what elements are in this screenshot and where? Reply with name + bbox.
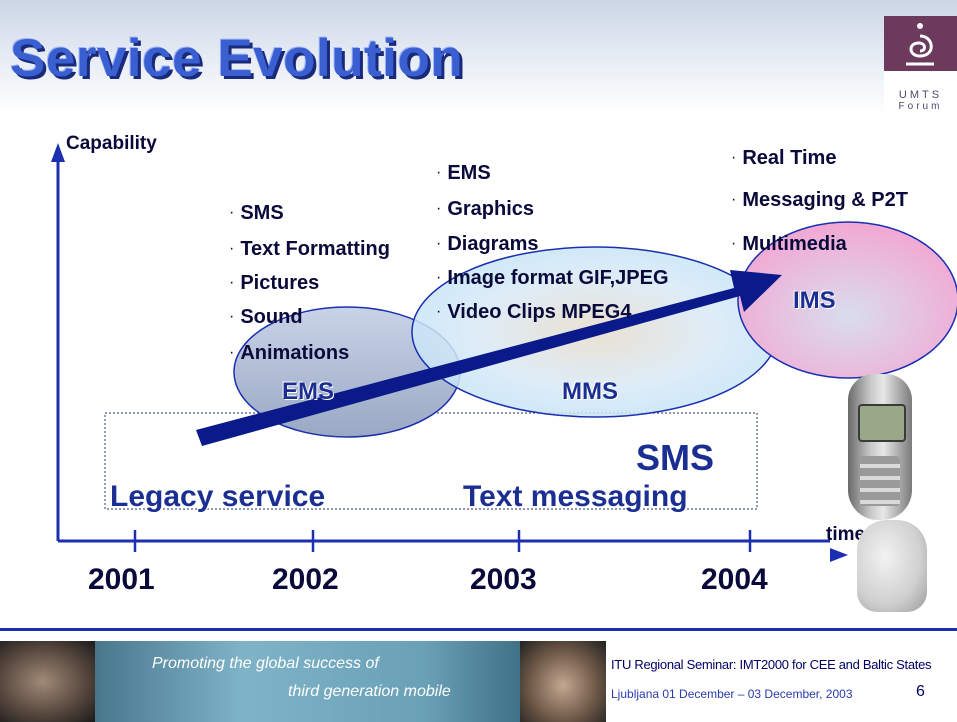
x-axis-label: time	[826, 524, 866, 545]
ims-item: Multimedia	[731, 233, 846, 256]
footer-banner: Promoting the global success of third ge…	[0, 641, 606, 722]
mobile-phone-image	[848, 374, 912, 520]
year-2002: 2002	[272, 563, 339, 596]
ems-label: EMS	[282, 378, 335, 405]
mms-item: Image format GIF,JPEG	[436, 267, 668, 290]
ems-item: Text Formatting	[229, 238, 390, 261]
ims-item: Real Time	[731, 147, 836, 170]
footer-divider	[0, 628, 957, 631]
page-number: 6	[916, 683, 925, 700]
ems-item: Animations	[229, 342, 349, 365]
mms-item: Diagrams	[436, 233, 538, 256]
banner-photo-left	[0, 641, 95, 722]
banner-photo-right	[520, 641, 606, 722]
y-axis-label: Capability	[66, 133, 157, 154]
phone-keypad	[860, 456, 900, 506]
page-title: Service Evolution	[10, 29, 464, 88]
mms-item: Video Clips MPEG4	[436, 301, 631, 324]
mobile-phone-image-2	[857, 520, 927, 612]
sms-right-label: Text messaging	[463, 480, 688, 513]
ems-item: Sound	[229, 306, 302, 329]
ims-item: Messaging & P2T	[731, 189, 908, 212]
phone-screen	[858, 404, 906, 442]
banner-text-line1: Promoting the global success of	[152, 655, 379, 672]
y-axis-arrowhead	[51, 143, 65, 162]
year-2004: 2004	[701, 563, 768, 596]
umts-spiral-icon	[906, 23, 934, 66]
year-2001: 2001	[88, 563, 155, 596]
mms-label: MMS	[562, 378, 618, 405]
x-axis-arrowhead	[830, 548, 848, 562]
logo-text-line1: UMTS	[898, 89, 943, 101]
logo-text-line2: Forum	[898, 101, 943, 112]
year-2003: 2003	[470, 563, 537, 596]
ims-label: IMS	[793, 287, 836, 314]
mms-item: EMS	[436, 162, 490, 185]
footer-seminar: ITU Regional Seminar: IMT2000 for CEE an…	[611, 657, 932, 672]
ems-item: SMS	[229, 202, 283, 225]
footer-location: Ljubljana 01 December – 03 December, 200…	[611, 687, 853, 701]
mms-item: Graphics	[436, 198, 534, 221]
evolution-arrow	[196, 270, 782, 446]
title-band	[0, 0, 957, 115]
ems-item: Pictures	[229, 272, 319, 295]
ims-ellipse	[737, 221, 957, 379]
banner-text-line2: third generation mobile	[288, 683, 451, 700]
umts-forum-logo: UMTS Forum	[884, 16, 957, 116]
sms-box-title: SMS	[636, 437, 715, 478]
logo-text: UMTS Forum	[884, 90, 957, 112]
sms-left-label: Legacy service	[110, 480, 326, 513]
